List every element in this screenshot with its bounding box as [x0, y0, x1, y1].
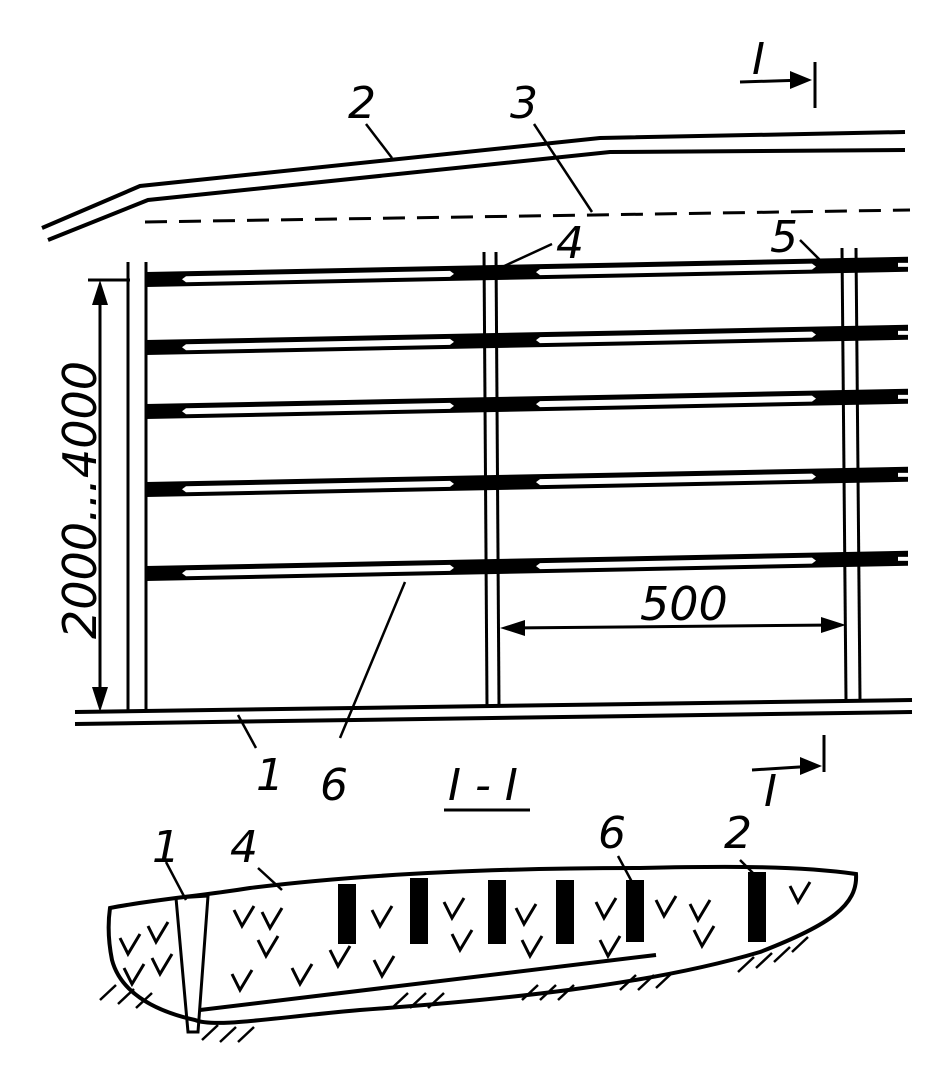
charge-row-1 [146, 256, 910, 287]
charge-bar [146, 466, 908, 497]
stemming-slot [182, 338, 454, 351]
charge-row-2 [146, 324, 910, 355]
callout-2-section: 2 [724, 808, 752, 859]
section-marker-bottom [751, 735, 826, 775]
callout-4-section: 4 [230, 822, 258, 873]
rock-mark [450, 929, 474, 954]
rock-mark [372, 955, 396, 980]
rock-mark [328, 945, 352, 970]
dimension-line-height [88, 278, 130, 712]
charged-hole [748, 872, 766, 942]
callout-1-plan: 1 [256, 750, 284, 801]
ore-body-outline [106, 864, 859, 1025]
stemming-slot [536, 473, 816, 486]
charged-hole [556, 880, 574, 944]
callout-5-plan: 5 [770, 212, 798, 263]
row-end-notch [898, 262, 910, 267]
dimension-label-height: 2000...4000 [53, 361, 107, 639]
rock-mark [692, 925, 716, 950]
callout-2-plan: 2 [348, 78, 376, 129]
drill-line-6 [199, 953, 657, 1012]
row-end-notch [898, 472, 910, 477]
charged-hole [626, 880, 644, 942]
rock-mark [150, 953, 174, 978]
dashed-line-3 [144, 208, 911, 224]
rock-mark [788, 881, 812, 906]
stemming-slot [536, 263, 816, 276]
charge-row-5 [146, 550, 910, 581]
dimension-line-spacing [500, 617, 846, 636]
section-marker-top-label: I [752, 34, 765, 85]
lower-boundary-1 [74, 698, 913, 726]
rock-mark [290, 963, 314, 988]
rock-mark [514, 903, 538, 928]
row-end-notch [898, 556, 910, 561]
section-marker-bottom-label: I [764, 766, 777, 817]
rock-mark [146, 921, 170, 946]
section-marker-top [739, 62, 817, 108]
callout-1-section: 1 [152, 822, 180, 873]
stemming-slot [182, 564, 454, 577]
callout-3-plan: 3 [510, 78, 538, 129]
charge-bar [146, 388, 908, 419]
vertical-post-left [126, 262, 148, 710]
charge-bar [146, 256, 908, 287]
charged-hole [488, 880, 506, 944]
inclined-hole-1 [174, 894, 210, 1034]
rock-fill-marks [118, 881, 812, 994]
row-end-notch [898, 330, 910, 335]
section-title: I - I [448, 760, 518, 811]
stemming-slot [536, 557, 816, 570]
section-view [99, 855, 859, 1043]
rock-mark [520, 935, 544, 960]
stemming-slot [182, 270, 454, 283]
ground-hatch [99, 936, 809, 1043]
charge-row-3 [146, 388, 910, 419]
charge-row-4 [146, 466, 910, 497]
row-end-notch [898, 394, 910, 399]
rock-mark [654, 895, 678, 920]
rock-mark [232, 905, 256, 930]
callout-6-section: 6 [598, 808, 626, 859]
dimension-label-spacing: 500 [640, 577, 728, 631]
charged-hole [338, 884, 356, 944]
rock-mark [688, 899, 712, 924]
charged-hole [410, 878, 428, 944]
stemming-slot [182, 480, 454, 493]
callout-6-plan: 6 [320, 760, 348, 811]
rock-mark [442, 897, 466, 922]
charge-rows [146, 256, 910, 581]
rock-mark [118, 933, 142, 958]
rock-mark [260, 907, 284, 932]
rock-mark [370, 905, 394, 930]
upper-boundary-2 [41, 130, 906, 242]
stemming-slot [536, 395, 816, 408]
plan-view [41, 62, 913, 775]
leader-lines [236, 123, 827, 749]
stemming-slot [536, 331, 816, 344]
rock-mark [594, 897, 618, 922]
charge-bar [146, 550, 908, 581]
charged-holes [338, 872, 766, 944]
rock-mark [598, 935, 622, 960]
callout-4-plan: 4 [556, 218, 584, 269]
rock-mark [230, 969, 254, 994]
charge-bar [146, 324, 908, 355]
rock-mark [256, 935, 280, 960]
rock-mark [122, 963, 146, 988]
stemming-slot [182, 402, 454, 415]
